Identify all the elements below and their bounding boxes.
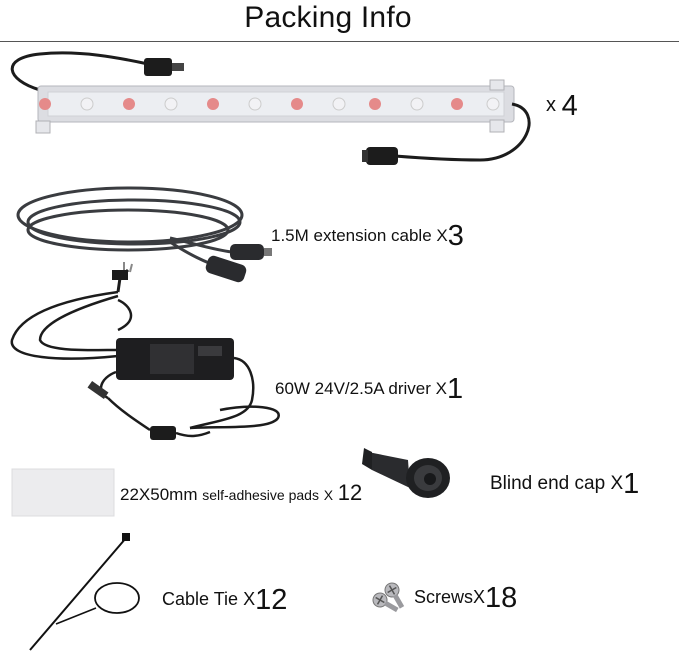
item-name: 60W 24V/2.5A driver <box>275 379 431 398</box>
end-cap-label: Blind end cap X1 <box>490 468 639 501</box>
item-name: self-adhesive pads <box>202 487 319 503</box>
cable-tie-label: Cable Tie X12 <box>162 584 287 617</box>
power-driver-image <box>10 262 280 440</box>
pads-label: 22X50mm self-adhesive pads X 12 <box>120 480 362 506</box>
light-bar-quantity: x 4 <box>546 90 578 123</box>
screws-label: ScrewsX18 <box>414 582 517 615</box>
qty-prefix: X <box>435 379 447 398</box>
dc-plug-male-icon <box>144 58 172 76</box>
item-name: Blind end cap <box>490 473 606 494</box>
dc-socket-female-icon <box>366 147 398 165</box>
qty-number: 1 <box>623 468 640 500</box>
cable-tie-image <box>29 533 140 651</box>
qty-number: 1 <box>447 373 464 405</box>
qty-number: 3 <box>447 220 464 252</box>
qty-number: 4 <box>561 90 578 122</box>
cable-plug-icon <box>230 244 264 260</box>
qty-number: 18 <box>485 582 518 614</box>
qty-prefix: X <box>473 587 486 607</box>
led-row <box>39 97 500 111</box>
title-divider <box>0 41 679 42</box>
page-title: Packing Info <box>244 1 412 34</box>
extension-cable-image <box>16 186 272 283</box>
item-size: 22X50mm <box>120 485 198 504</box>
qty-prefix: X <box>243 589 256 609</box>
cable-socket-icon <box>205 255 247 283</box>
qty-number: 12 <box>255 584 288 616</box>
qty-prefix: X <box>436 226 448 245</box>
item-name: Screws <box>414 587 474 607</box>
end-cap-image <box>362 448 450 498</box>
adhesive-pad-image <box>11 468 115 517</box>
led-light-bar-image <box>10 51 531 165</box>
ac-plug-icon <box>112 270 128 280</box>
screws-image <box>372 582 405 613</box>
ferrite-core-icon <box>150 426 176 440</box>
item-name: Cable Tie <box>162 589 239 609</box>
qty-number: 12 <box>337 480 363 505</box>
item-name: 1.5M extension cable <box>271 226 432 245</box>
qty-prefix: X <box>610 473 624 494</box>
driver-label: 60W 24V/2.5A driver X1 <box>275 373 463 406</box>
extension-cable-label: 1.5M extension cable X3 <box>271 220 464 253</box>
qty-prefix: x <box>546 94 556 116</box>
qty-prefix: X <box>323 487 334 503</box>
